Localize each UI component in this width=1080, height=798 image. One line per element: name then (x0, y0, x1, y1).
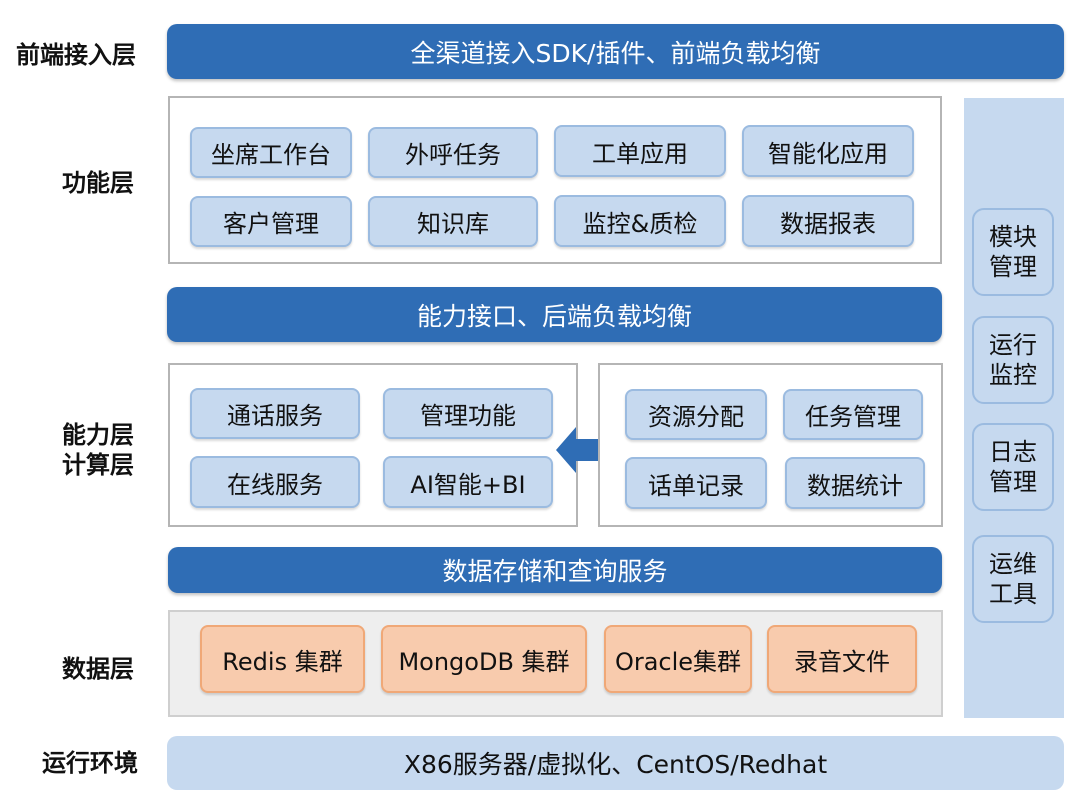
layer-label-capability: 能力层 计算层 (62, 421, 134, 479)
capability-chip: 话单记录 (625, 457, 767, 509)
data-store-chip: Redis 集群 (200, 625, 365, 693)
capability-chip: AI智能+BI (383, 456, 553, 508)
access-bar: 全渠道接入SDK/插件、前端负载均衡 (167, 24, 1064, 79)
layer-label-data: 数据层 (62, 655, 134, 683)
runtime-bar: X86服务器/虚拟化、CentOS/Redhat (167, 736, 1064, 790)
function-chip: 坐席工作台 (190, 127, 352, 178)
capability-chip: 任务管理 (783, 389, 923, 440)
layer-label-frontend: 前端接入层 (16, 41, 136, 69)
api-bar: 能力接口、后端负载均衡 (167, 287, 942, 342)
ops-tool-chip: 运行 监控 (972, 316, 1054, 404)
layer-label-function: 功能层 (62, 169, 134, 197)
capability-chip: 通话服务 (190, 388, 360, 439)
function-chip: 客户管理 (190, 196, 352, 247)
ops-tool-chip: 运维 工具 (972, 535, 1054, 623)
data-store-chip: 录音文件 (767, 625, 917, 693)
capability-chip: 资源分配 (625, 389, 767, 440)
function-chip: 知识库 (368, 196, 538, 247)
function-chip: 数据报表 (742, 195, 914, 247)
storage-bar: 数据存储和查询服务 (168, 547, 942, 593)
function-chip: 外呼任务 (368, 127, 538, 178)
data-store-chip: MongoDB 集群 (381, 625, 587, 693)
function-chip: 监控&质检 (554, 195, 726, 247)
function-chip: 工单应用 (554, 125, 726, 177)
capability-chip: 管理功能 (383, 388, 553, 439)
function-chip: 智能化应用 (742, 125, 914, 177)
ops-tool-chip: 日志 管理 (972, 423, 1054, 511)
data-store-chip: Oracle集群 (604, 625, 752, 693)
capability-chip: 在线服务 (190, 456, 360, 508)
ops-tool-chip: 模块 管理 (972, 208, 1054, 296)
ops-column (964, 98, 1064, 718)
layer-label-runtime: 运行环境 (42, 749, 138, 777)
capability-chip: 数据统计 (785, 457, 925, 509)
